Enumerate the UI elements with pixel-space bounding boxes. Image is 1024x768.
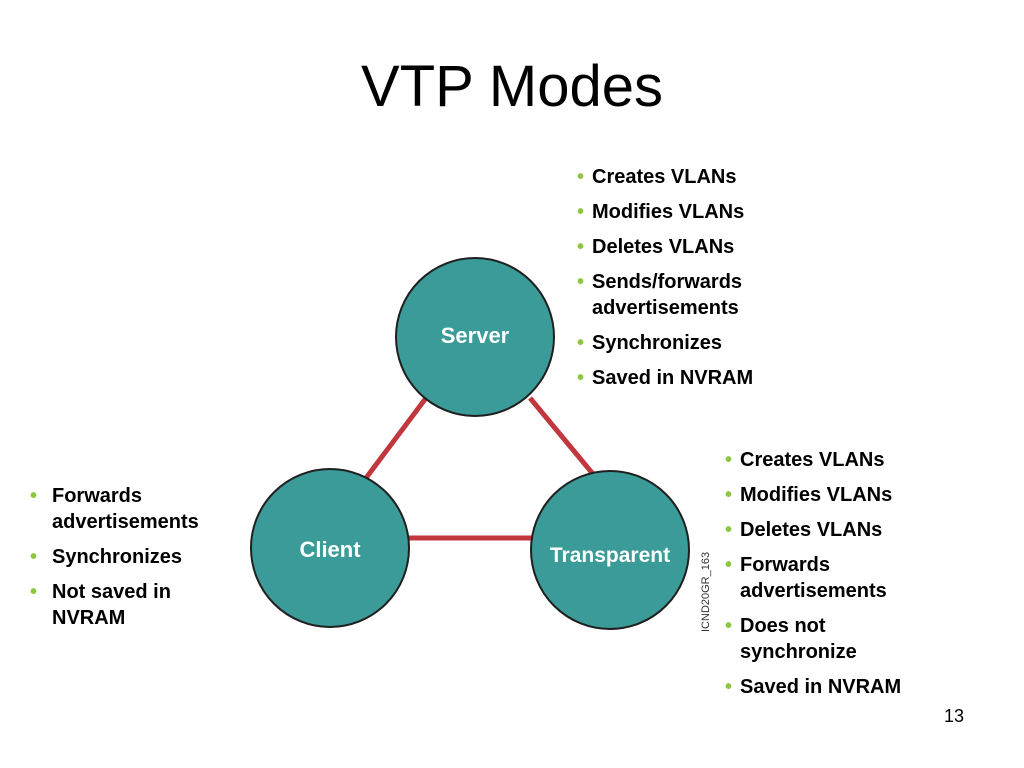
server-bullet: Synchronizes (577, 330, 797, 356)
server-bullet: Deletes VLANs (577, 234, 797, 260)
mode-links (364, 396, 595, 541)
slide-title: VTP Modes (361, 54, 663, 119)
transparent-circle (530, 470, 690, 630)
server-circle (395, 257, 555, 417)
client-bullet: Synchronizes (30, 544, 250, 570)
transparent-bullet: Modifies VLANs (725, 482, 955, 508)
transparent-label: Transparent (550, 544, 670, 567)
client-label: Client (299, 537, 361, 562)
server-bullet: Saved in NVRAM (577, 365, 797, 391)
link-server-transparent (528, 396, 595, 476)
server-label: Server (441, 323, 510, 348)
transparent-bullet: Creates VLANs (725, 447, 955, 473)
client-bullet: Forwards advertisements (30, 483, 252, 535)
transparent-bullet: Deletes VLANs (725, 517, 955, 543)
server-bullet: Creates VLANs (577, 164, 797, 190)
client-circle (250, 468, 410, 628)
server-bullet: Sends/forwards advertisements (577, 269, 772, 321)
client-bullet: Not saved in NVRAM (30, 579, 202, 631)
page-number: 13 (943, 706, 964, 726)
transparent-bullet: Saved in NVRAM (725, 674, 955, 700)
client-node: Client (250, 468, 410, 628)
transparent-bullet: Forwards advertisements (725, 552, 915, 604)
transparent-bullets: Creates VLANs Modifies VLANs Deletes VLA… (725, 447, 955, 709)
link-server-client (364, 396, 428, 480)
server-bullets: Creates VLANs Modifies VLANs Deletes VLA… (577, 164, 797, 400)
transparent-bullet: Does not synchronize (725, 613, 890, 665)
figure-id: ICND20GR_163 (700, 551, 712, 632)
transparent-node: Transparent (530, 470, 690, 630)
client-bullets: Forwards advertisements Synchronizes Not… (30, 483, 250, 640)
server-node: Server (395, 257, 555, 417)
server-bullet: Modifies VLANs (577, 199, 797, 225)
